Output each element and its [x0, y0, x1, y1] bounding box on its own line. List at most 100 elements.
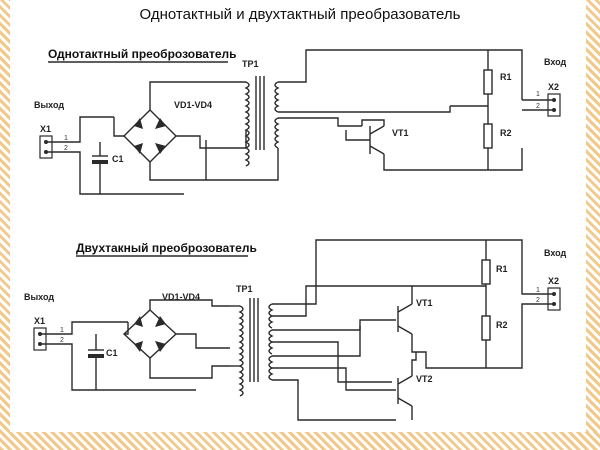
top-tp1-secondary [244, 81, 250, 167]
bottom-output-label: Выход [24, 292, 54, 302]
decorative-border-bottom [0, 432, 600, 450]
bottom-x2-connector [547, 287, 561, 311]
bottom-heading: Двухтакный преоброзователь [76, 241, 257, 255]
bottom-wire-bridge-top [149, 299, 230, 310]
bottom-wire-bridge-bottom [149, 358, 230, 379]
bottom-diode-4 [155, 341, 166, 352]
top-vt1-emitter [369, 145, 385, 155]
bottom-r1-label: R1 [496, 264, 508, 274]
bottom-r1 [481, 259, 491, 285]
top-diode-4 [155, 143, 166, 154]
bottom-vt1-emitter [397, 325, 413, 335]
top-diode-2 [155, 118, 166, 129]
top-wire-bridge-right [176, 130, 247, 149]
top-output-label: Выход [34, 100, 64, 110]
top-c1-plate2 [92, 160, 108, 164]
top-vt1-collector [369, 125, 385, 135]
top-vt1-label: VT1 [392, 128, 409, 138]
top-vt1-base-wire [345, 130, 370, 141]
bottom-diode-3 [134, 341, 143, 352]
bottom-input-label: Вход [544, 248, 567, 258]
top-x1-connector [39, 135, 53, 159]
top-wire-to-vt1-collector [278, 117, 362, 127]
bottom-wire-bridge-left [124, 322, 129, 335]
top-r1 [483, 69, 493, 95]
bottom-bridge-label: VD1-VD4 [162, 292, 200, 302]
top-x2-pin2-num: 2 [536, 103, 540, 110]
bottom-x2-wire1 [521, 290, 554, 295]
bottom-wire-cross-a [272, 326, 361, 357]
top-diode-1 [134, 118, 143, 129]
bottom-vt1-label: VT1 [416, 298, 433, 308]
top-wire-out-minus [46, 151, 184, 195]
bottom-wire-out-minus [40, 343, 196, 391]
bottom-r2 [481, 315, 491, 341]
bottom-vt2-collector [397, 375, 413, 385]
top-x1-pin1-num: 1 [64, 135, 68, 142]
top-vt1-emitter-wire [383, 148, 523, 171]
bottom-tp1-label: TP1 [236, 284, 253, 294]
top-x1-pin2-num: 2 [64, 145, 68, 152]
bottom-x2-pin1-num: 1 [536, 287, 540, 294]
top-tp1-primary-upper [274, 81, 280, 113]
top-input-label: Вход [544, 57, 567, 67]
top-diode-3 [134, 143, 143, 154]
bottom-x2-label: X2 [548, 276, 559, 286]
bottom-c1-plate2 [88, 354, 104, 358]
top-heading: Однотактный преоброзователь [48, 47, 237, 61]
top-x1-label: X1 [40, 124, 51, 134]
bottom-vt1-collector [397, 303, 413, 313]
bottom-tp1-secondary [238, 305, 244, 397]
bottom-wire-primary-mid [272, 285, 486, 317]
top-wire-bridge-left [113, 117, 124, 137]
bottom-wire-vt2-collector [272, 341, 392, 383]
bottom-wire-emitter-bus [416, 330, 523, 369]
bottom-diode-1 [134, 316, 143, 327]
bottom-wire-bridge-right [176, 333, 230, 349]
bottom-x2-pin2-num: 2 [536, 297, 540, 304]
top-vt1-collector-wire [361, 119, 385, 126]
bottom-r2-label: R2 [496, 320, 508, 330]
top-r2-label: R2 [500, 128, 512, 138]
bottom-x1-label: X1 [34, 316, 45, 326]
slide-title: Однотактный и двухтактный преобразовател… [139, 6, 461, 23]
top-diode-bridge [123, 109, 177, 163]
decorative-border-left [0, 0, 10, 450]
top-wire-out-plus [46, 116, 114, 143]
top-c1-label: C1 [112, 154, 124, 164]
bottom-diode-2 [155, 316, 166, 327]
bottom-diode-bridge [122, 309, 178, 359]
top-r2 [483, 123, 493, 149]
bottom-x2-wire2 [521, 303, 554, 330]
top-wire-bridge-bottom [149, 140, 207, 181]
bottom-c1-label: C1 [106, 348, 118, 358]
bottom-x1-pin2-num: 2 [60, 337, 64, 344]
schematics-svg: Однотактный преоброзователь Выход Вход X… [24, 47, 567, 421]
bottom-vt2-label: VT2 [416, 374, 433, 384]
bottom-vt2-emitter [397, 397, 413, 407]
bottom-wire-primary-top [272, 239, 486, 305]
top-x2-label: X2 [548, 82, 559, 92]
bottom-x1-pin1-num: 1 [60, 327, 64, 334]
decorative-border-right [586, 0, 600, 450]
bottom-wire-vt1-base [272, 319, 396, 331]
bottom-wire-r1-top [486, 239, 523, 290]
top-tp1-label: TP1 [242, 59, 259, 69]
top-bridge-label: VD1-VD4 [174, 100, 212, 110]
schematic-panel: Однотактный преоброзователь Выход Вход X… [16, 30, 584, 432]
bottom-vt2-collector-wire [411, 352, 417, 376]
push-pull-schematic: Двухтакный преоброзователь Выход Вход X1… [24, 239, 567, 421]
top-x2-pin1-num: 1 [536, 91, 540, 98]
top-x2-connector [547, 93, 561, 117]
bottom-vt1-emitter-wire [411, 334, 416, 353]
bottom-wire-primary-bottom [272, 379, 396, 421]
top-r1-label: R1 [500, 72, 512, 82]
top-wire-primary-mid [278, 106, 451, 113]
bottom-tp1-primary-c [268, 355, 274, 381]
top-tp1-primary-lower [274, 117, 280, 149]
top-wire-primary-top [278, 49, 523, 100]
top-wire-primary-bottom [206, 148, 279, 181]
bottom-x1-connector [33, 327, 47, 351]
bottom-tp1-primary-b [268, 329, 274, 355]
single-ended-schematic: Однотактный преоброзователь Выход Вход X… [34, 47, 567, 195]
